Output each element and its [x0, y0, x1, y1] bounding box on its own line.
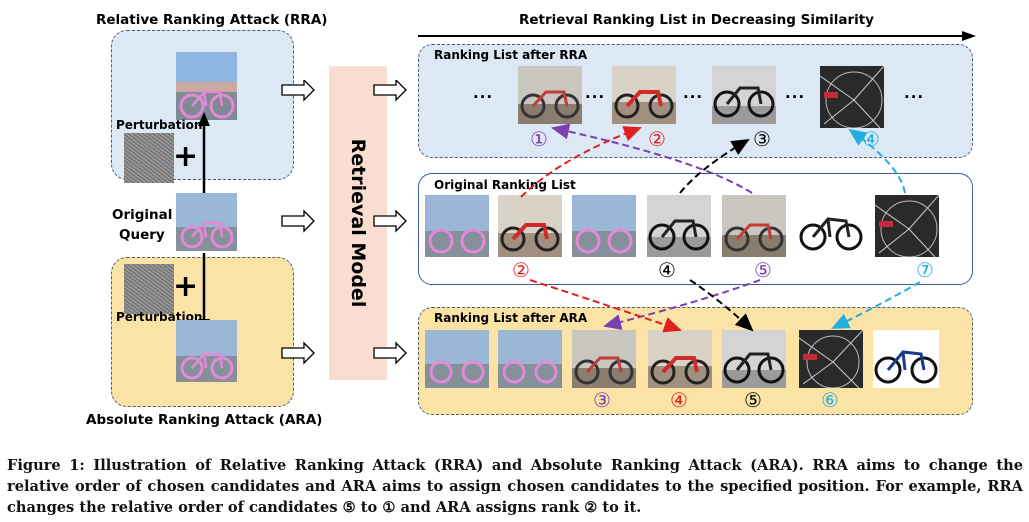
original-query-image	[176, 193, 237, 251]
orig-candidate-2	[498, 195, 562, 257]
ara-rank-4: ④	[670, 388, 688, 412]
ara-title: Absolute Ranking Attack (ARA)	[86, 412, 323, 428]
ara-rank-6: ⑥	[821, 388, 839, 412]
ellipsis: ...	[904, 84, 925, 102]
ara-rank-3: ③	[593, 388, 611, 412]
plus-top: +	[173, 139, 199, 174]
ara-query-image	[176, 320, 237, 382]
ara-rank-5: ⑤	[744, 388, 762, 412]
orig-candidate-3	[572, 195, 636, 257]
connector-arrows	[520, 123, 921, 333]
ara-candidate-7	[873, 330, 939, 388]
orig-list-title: Original Ranking List	[434, 178, 576, 192]
hollow-arrows-left	[281, 80, 315, 365]
ellipsis: ...	[683, 84, 704, 102]
ara-candidate-3	[572, 330, 636, 388]
rra-candidate-1	[518, 66, 582, 124]
perturbation-label-top: Perturbation	[116, 118, 203, 132]
rra-rank-1: ①	[530, 127, 548, 151]
rra-rank-2: ②	[648, 127, 666, 151]
ara-candidate-2	[498, 330, 562, 388]
orig-candidate-6	[798, 195, 864, 257]
ellipsis: ...	[473, 84, 494, 102]
ara-candidate-1	[425, 330, 489, 388]
ara-candidate-6	[799, 330, 863, 388]
perturbation-noise-bottom	[124, 264, 174, 314]
orig-candidate-1	[425, 195, 489, 257]
plus-bottom: +	[173, 269, 199, 304]
axis-title: Retrieval Ranking List in Decreasing Sim…	[519, 12, 874, 28]
orig-candidate-4	[647, 195, 711, 257]
orig-rank-5: ⑤	[754, 258, 772, 282]
rra-title: Relative Ranking Attack (RRA)	[96, 12, 328, 28]
rra-list-title: Ranking List after RRA	[434, 48, 588, 62]
orig-candidate-7	[875, 195, 939, 257]
original-query-label-2: Query	[119, 227, 165, 243]
orig-rank-4: ④	[658, 258, 676, 282]
original-query-label-1: Original	[112, 207, 173, 223]
figure-caption: Figure 1: Illustration of Relative Ranki…	[7, 457, 1023, 516]
orig-candidate-5	[722, 195, 786, 257]
rra-query-image	[176, 52, 237, 120]
rra-candidate-2	[612, 66, 676, 124]
ellipsis: ...	[585, 84, 606, 102]
similarity-axis-arrow	[418, 31, 976, 41]
rra-candidate-4	[820, 66, 884, 128]
rra-rank-3: ③	[753, 127, 771, 151]
ara-list-title: Ranking List after ARA	[434, 311, 588, 325]
orig-rank-2: ②	[512, 258, 530, 282]
ellipsis: ...	[785, 84, 806, 102]
perturbation-noise-top	[124, 133, 174, 183]
ara-candidate-5	[722, 330, 786, 388]
ara-candidate-4	[648, 330, 712, 388]
hollow-arrows-right	[373, 80, 407, 365]
rra-candidate-3	[712, 66, 776, 124]
orig-rank-7: ⑦	[916, 258, 934, 282]
